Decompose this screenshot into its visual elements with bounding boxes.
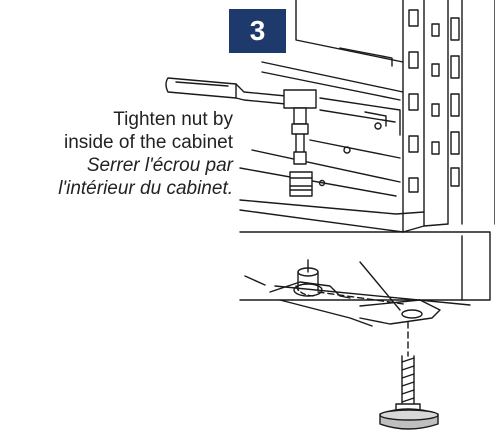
step-number-badge: 3 [229,9,286,53]
cabinet-rails [239,0,425,233]
cabinet-post [402,0,495,233]
socket-extension [289,123,313,197]
leveling-foot [379,355,439,430]
caption-english-line-1: Tighten nut by [113,109,233,130]
caption-french-line-1: Serrer l'écrou par [86,155,233,176]
ratchet-wrench [165,77,317,125]
caption-french-line-2: l'intérieur du cabinet. [58,178,233,199]
caption-english-line-2: inside of the cabinet [63,132,233,153]
step-number: 3 [249,15,266,46]
foot-bracket [269,259,441,327]
instruction-caption: Tighten nut by inside of the cabinet Ser… [0,108,233,200]
cabinet-base [239,231,491,311]
